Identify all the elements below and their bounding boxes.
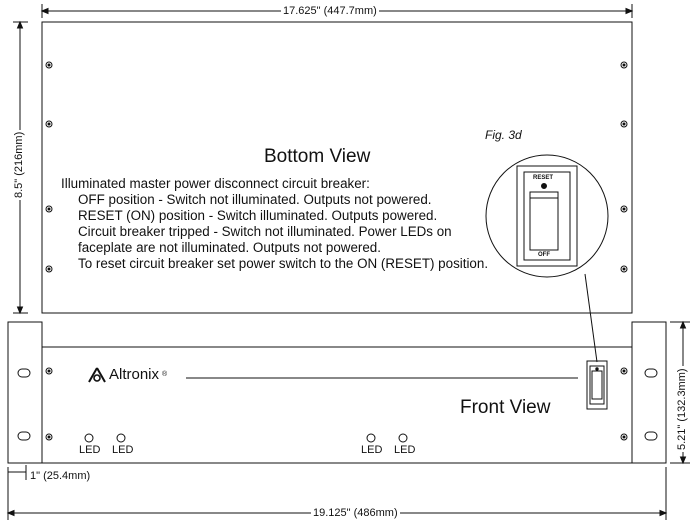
description-line: RESET (ON) position - Switch illuminated…: [78, 208, 438, 223]
description-line: faceplate are not illuminated. Outputs n…: [78, 240, 381, 255]
top-width-label: 17.625" (447.7mm): [281, 5, 379, 17]
switch-reset-label: RESET: [533, 175, 554, 181]
led-label-2: LED: [112, 444, 134, 456]
altronix-logo-icon: [88, 367, 106, 383]
bottom-width-label: 19.125" (486mm): [311, 507, 400, 519]
led-4: [398, 433, 408, 443]
led-3: [366, 433, 376, 443]
description-line: Circuit breaker tripped - Switch not ill…: [78, 224, 452, 239]
front-view-title: Front View: [460, 397, 551, 418]
switch-detail-rocker: [529, 197, 559, 251]
flange-label: 1" (25.4mm): [28, 470, 93, 482]
bottom-view-plate: [41, 21, 633, 314]
side-height-label: 8.5" (216mm): [13, 129, 25, 200]
front-panel-screws: [45, 367, 628, 441]
description-line: OFF position - Switch not illuminated. O…: [78, 192, 432, 207]
top-dim-arrow-right: [625, 7, 634, 15]
front-height-label: 5.21" (132.3mm): [676, 366, 688, 452]
leader-line: [584, 273, 598, 363]
bottom-view-description: Illuminated master power disconnect circ…: [61, 176, 488, 272]
led-1: [84, 433, 94, 443]
rack-ear-right: [631, 321, 667, 464]
rack-ear-left: [7, 321, 43, 464]
description-line: To reset circuit breaker set power switc…: [78, 256, 489, 271]
led-label-1: LED: [79, 444, 101, 456]
front-switch: [586, 360, 608, 410]
led-2: [116, 433, 126, 443]
front-panel: [41, 346, 633, 464]
top-dim-arrow-left: [40, 7, 49, 15]
bottom-view-screws: [45, 61, 628, 273]
brand-mark: ®: [162, 371, 168, 378]
led-label-4: LED: [394, 444, 416, 456]
switch-detail-circle: [485, 154, 609, 278]
bottom-view-title: Bottom View: [264, 146, 371, 167]
brand-name: Altronix: [109, 366, 160, 383]
switch-detail-outer: [516, 165, 578, 267]
figure-label: Fig. 3d: [485, 128, 522, 142]
led-label-3: LED: [361, 444, 383, 456]
altronix-logo: Altronix®: [88, 366, 167, 384]
description-line: Illuminated master power disconnect circ…: [61, 176, 370, 191]
switch-detail-bezel: [523, 171, 571, 261]
switch-off-label: OFF: [538, 252, 550, 258]
